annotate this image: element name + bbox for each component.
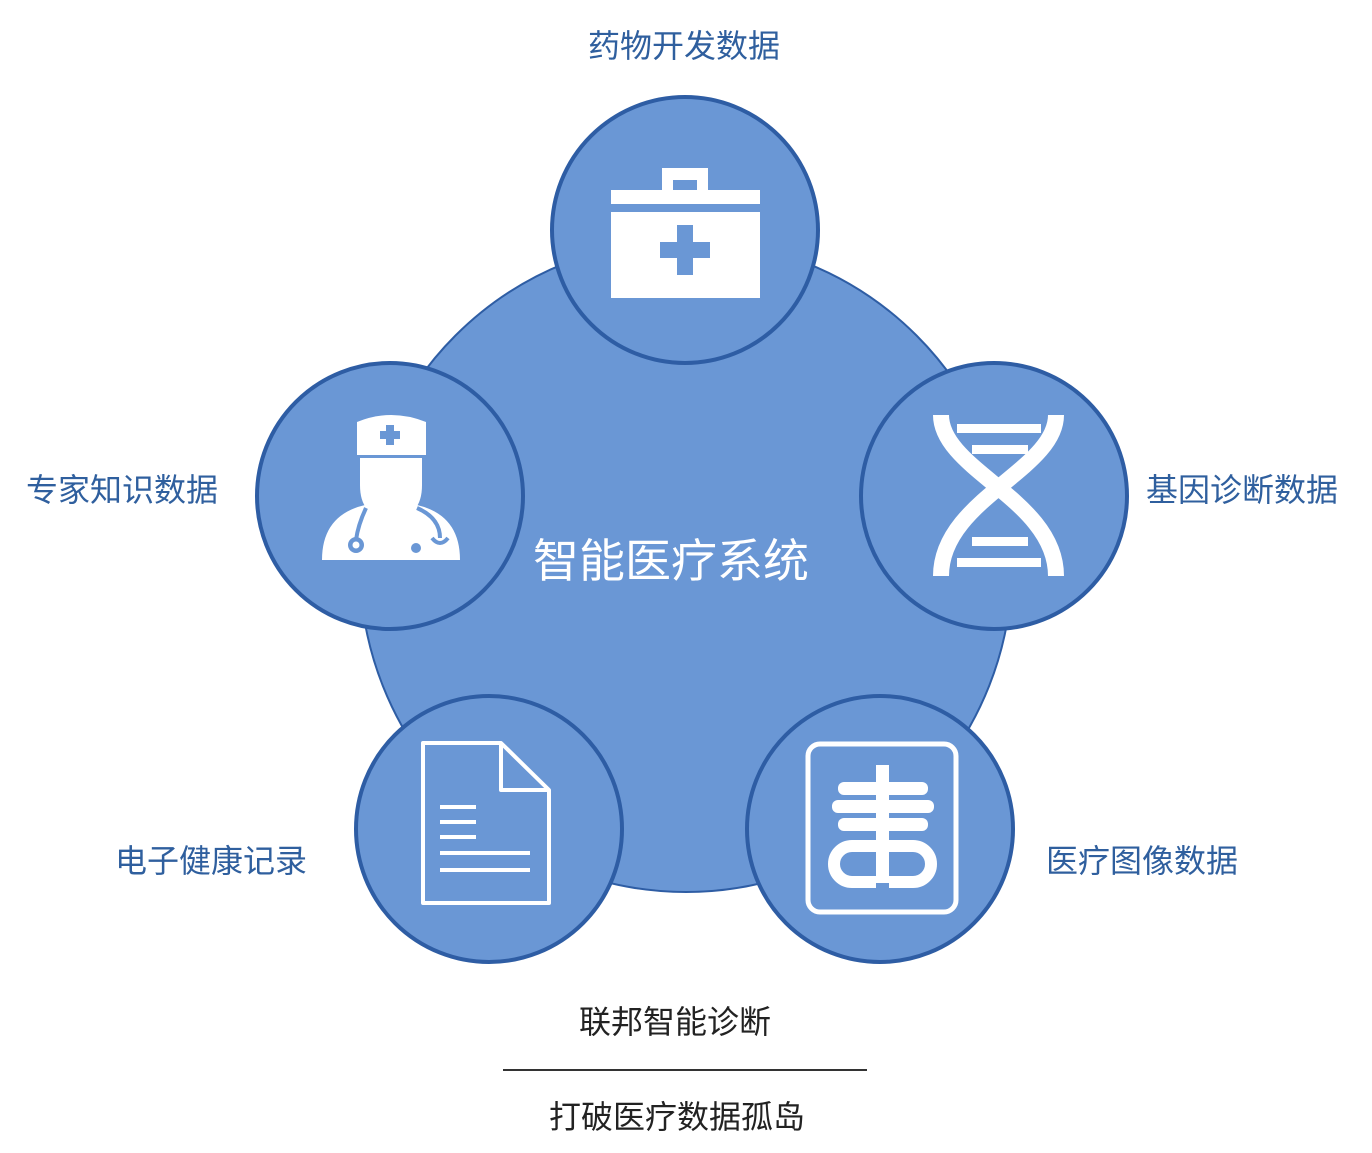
doctor-icon <box>322 415 460 560</box>
medical-kit-icon <box>611 168 760 298</box>
node-gene <box>859 361 1129 631</box>
label-gene-data: 基因诊断数据 <box>1146 471 1339 509</box>
footer-divider <box>503 1069 867 1071</box>
label-imaging-data: 医疗图像数据 <box>1046 842 1239 880</box>
node-drug <box>550 95 820 365</box>
node-expert <box>255 361 525 631</box>
footer-line1: 联邦智能诊断 <box>579 1003 772 1041</box>
label-ehr: 电子健康记录 <box>115 842 308 880</box>
label-drug-data: 药物开发数据 <box>588 27 781 65</box>
label-expert-data: 专家知识数据 <box>26 471 219 509</box>
xray-icon <box>805 741 959 915</box>
footer-line2: 打破医疗数据孤岛 <box>549 1098 806 1136</box>
dna-icon <box>933 414 1064 577</box>
node-ehr <box>354 694 624 964</box>
document-icon <box>421 741 551 905</box>
center-title: 智能医疗系统 <box>533 534 809 588</box>
node-imaging <box>745 694 1015 964</box>
